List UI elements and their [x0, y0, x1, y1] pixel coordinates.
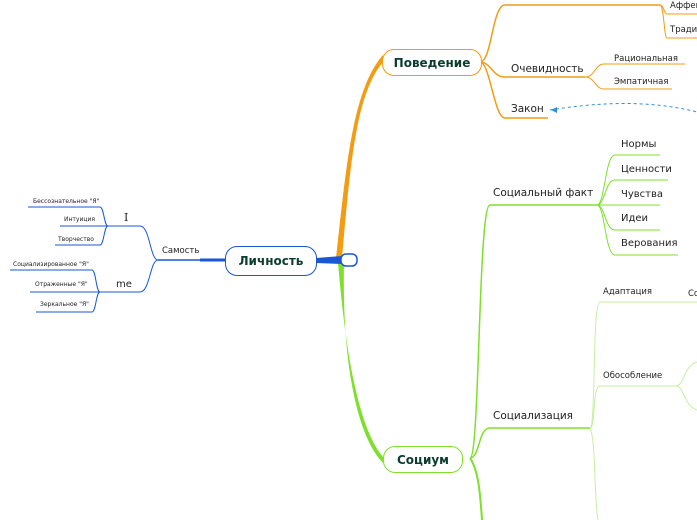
selfhood-topic[interactable]: Самость: [162, 246, 200, 256]
evidence-item-rational[interactable]: Рациональная: [614, 54, 678, 64]
social-fact-item-feelings[interactable]: Чувства: [621, 189, 664, 200]
evidence-topic[interactable]: Очевидность: [511, 63, 584, 75]
socialization-isolation[interactable]: Обособление: [603, 371, 663, 381]
socialization-topic[interactable]: Социализация: [493, 410, 574, 422]
social-fact-item-values[interactable]: Ценности: [621, 164, 672, 175]
adaptation-child[interactable]: Со: [688, 289, 697, 299]
me-item-socialized[interactable]: Социализированное "Я": [13, 261, 89, 268]
social-fact-item-norms[interactable]: Нормы: [621, 139, 657, 150]
socialization-adaptation[interactable]: Адаптация: [603, 287, 653, 297]
central-topic-label: Личность: [238, 254, 304, 268]
selfhood-i-topic[interactable]: I: [124, 211, 129, 224]
me-item-mirror[interactable]: Зеркальное "Я": [40, 301, 89, 308]
central-connector-knob: [340, 253, 358, 267]
social-fact-item-beliefs[interactable]: Верования: [621, 238, 678, 249]
topic-behavior-label: Поведение: [393, 55, 471, 70]
evidence-item-empathic[interactable]: Эмпатичная: [614, 77, 669, 87]
topic-society-label: Социум: [397, 452, 449, 467]
i-item-unconscious[interactable]: Бессознательное "Я": [33, 198, 100, 205]
law-topic[interactable]: Закон: [511, 103, 544, 115]
central-topic[interactable]: Личность: [225, 246, 317, 276]
branch-selfhood: [316, 256, 342, 264]
social-fact-topic[interactable]: Социальный факт: [493, 187, 594, 199]
behavior-item-traditional[interactable]: Тради: [670, 25, 697, 35]
i-item-intuition[interactable]: Интуиция: [64, 216, 95, 223]
topic-behavior[interactable]: Поведение: [382, 49, 482, 76]
topic-society[interactable]: Социум: [383, 446, 463, 473]
me-item-reflected[interactable]: Отраженные "Я": [35, 281, 88, 288]
selfhood-me-topic[interactable]: me: [116, 279, 132, 290]
branch-society: [338, 262, 383, 463]
i-item-creativity[interactable]: Творчество: [58, 236, 94, 243]
social-fact-item-ideas[interactable]: Идеи: [621, 213, 649, 224]
behavior-item-affective[interactable]: Аффек: [670, 1, 697, 11]
branch-behavior: [336, 55, 383, 258]
